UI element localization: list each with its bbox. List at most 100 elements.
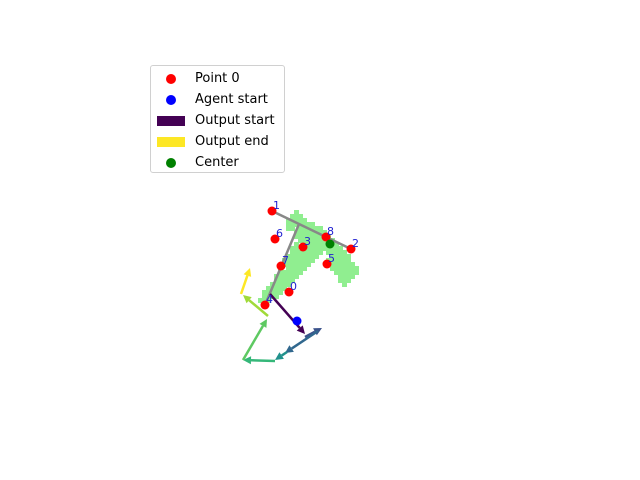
region-cell [330, 262, 335, 267]
region-cell [302, 258, 307, 263]
region-cell [290, 250, 295, 255]
region-cell [322, 230, 327, 235]
point-6 [270, 234, 280, 244]
region-cell [274, 290, 279, 295]
region-cell [286, 262, 291, 267]
region-cell [306, 234, 311, 239]
region-cell [298, 266, 303, 271]
legend-patch-icon [157, 115, 185, 126]
region-cell [318, 250, 323, 255]
output-arrow-shaft [248, 299, 269, 317]
region-cell [306, 222, 311, 227]
region-cell [294, 258, 299, 263]
point-label-7: 7 [282, 254, 289, 267]
output-arrow-shaft [280, 350, 288, 357]
region-cell [290, 226, 295, 231]
region-cell [294, 274, 299, 279]
region-cell [262, 294, 267, 299]
region-cell [270, 290, 275, 295]
region-cell [290, 258, 295, 263]
point-5 [322, 259, 332, 269]
region-cell [298, 238, 303, 243]
legend-label: Output start [195, 113, 275, 128]
region-cell [298, 214, 303, 219]
region-cell [338, 250, 343, 255]
region-cell [310, 258, 315, 263]
region-cell [294, 270, 299, 275]
region-cell [262, 290, 267, 295]
output-arrow-head [296, 325, 305, 334]
legend-entry-2: Output start [157, 110, 278, 131]
output-arrow-5 [241, 319, 267, 361]
region-cell [302, 222, 307, 227]
region-cell [314, 254, 319, 259]
region-cell [266, 286, 271, 291]
region-cell [286, 222, 291, 227]
output-arrow-3 [275, 350, 288, 360]
region-cell [286, 218, 291, 223]
region-cell [310, 234, 315, 239]
region-cell [290, 270, 295, 275]
region-cell [286, 282, 291, 287]
region-cell [298, 270, 303, 275]
output-arrow-7 [239, 268, 252, 295]
region-cell [290, 278, 295, 283]
region-cell [342, 282, 347, 287]
region-cell [342, 254, 347, 259]
region-cell [314, 242, 319, 247]
region-cell [326, 246, 331, 251]
region-cell [302, 218, 307, 223]
legend-marker [157, 157, 185, 169]
center-point [325, 239, 335, 249]
region-cell [350, 266, 355, 271]
region-cell [338, 266, 343, 271]
region-cell [310, 250, 315, 255]
output-arrow-head [243, 295, 252, 304]
region-cell [310, 222, 315, 227]
legend-dot-icon [166, 73, 176, 84]
region-cell [278, 270, 283, 275]
point-7 [276, 261, 286, 271]
region-cell [338, 274, 343, 279]
output-arrow-6 [243, 295, 269, 317]
legend-patch-icon [157, 136, 185, 147]
region-cell [346, 258, 351, 263]
region-cell [310, 230, 315, 235]
region-cell [318, 226, 323, 231]
region-cell [290, 262, 295, 267]
region-cell [314, 246, 319, 251]
region-cell [346, 266, 351, 271]
region-cell [310, 246, 315, 251]
output-arrow-shaft [241, 325, 265, 361]
legend-label: Output end [195, 134, 269, 149]
region-cell [334, 266, 339, 271]
legend-entry-4: Center [157, 152, 278, 173]
region-cell [318, 246, 323, 251]
region-cell [334, 254, 339, 259]
point-4 [260, 300, 270, 310]
region-cell [318, 242, 323, 247]
region-cell [294, 250, 299, 255]
region-cell [338, 254, 343, 259]
legend-label: Agent start [195, 92, 268, 107]
region-cell [286, 278, 291, 283]
region-cell [314, 250, 319, 255]
region-cell [282, 286, 287, 291]
legend-marker [157, 94, 185, 106]
region-cell [326, 250, 331, 255]
legend-label: Point 0 [195, 71, 240, 86]
region-cell [282, 282, 287, 287]
region-cell [342, 258, 347, 263]
legend-marker [157, 115, 185, 127]
point-label-8: 8 [327, 225, 334, 238]
region-cell [318, 238, 323, 243]
region-cell [306, 262, 311, 267]
region-cell [342, 262, 347, 267]
region-cell [298, 230, 303, 235]
output-arrow-head [275, 352, 284, 360]
region-cell [294, 246, 299, 251]
region-cell [346, 270, 351, 275]
region-cell [290, 214, 295, 219]
region-cell [302, 262, 307, 267]
